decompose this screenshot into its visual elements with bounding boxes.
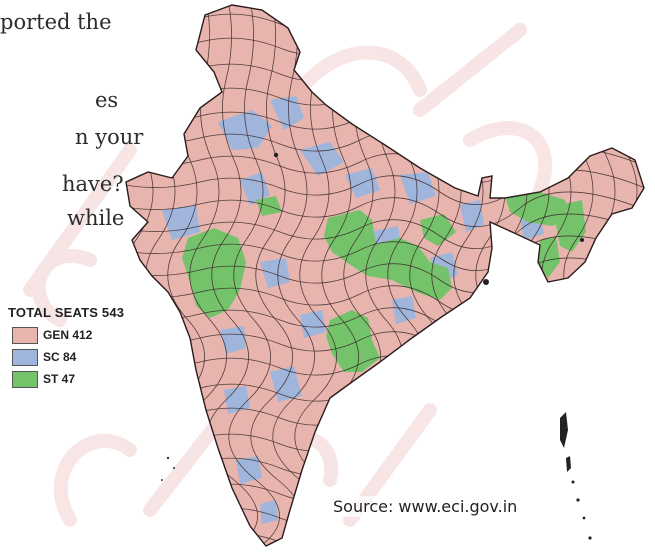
legend-item-st: ST 47 (8, 368, 178, 390)
legend-label-sc: SC 84 (43, 350, 77, 364)
legend-label-st: ST 47 (43, 372, 76, 386)
source-caption: Source: www.eci.gov.in (330, 496, 521, 517)
legend-swatch-gen (12, 326, 38, 344)
legend-swatch-sc (12, 348, 38, 366)
legend-swatch-st (12, 370, 38, 388)
text-fragment-3: n your (75, 125, 144, 149)
legend-title: TOTAL SEATS 543 (8, 305, 125, 320)
text-fragment-2: es (95, 88, 119, 112)
text-fragment-5: while (67, 206, 125, 230)
text-fragment-4: have? (62, 172, 124, 196)
legend-label-gen: GEN 412 (43, 328, 93, 342)
legend-item-gen: GEN 412 (8, 324, 178, 346)
legend-item-sc: SC 84 (8, 346, 178, 368)
map-legend: TOTAL SEATS 543 GEN 412 SC 84 ST 47 (8, 305, 178, 390)
text-fragment-1: ported the (0, 10, 112, 34)
